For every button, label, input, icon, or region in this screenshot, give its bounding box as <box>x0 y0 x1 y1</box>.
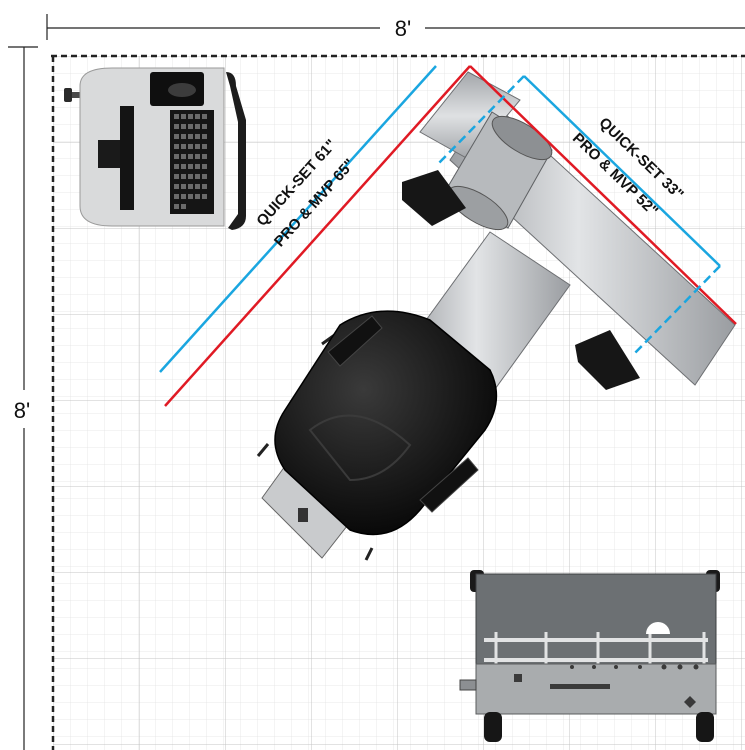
height-dimension: 8' <box>8 46 38 750</box>
console-icon <box>64 67 246 230</box>
pro-mvp-long-line <box>164 65 471 407</box>
cart-icon <box>459 570 720 742</box>
chair-icon <box>256 310 498 561</box>
height-label: 8' <box>14 398 30 423</box>
pro-mvp-short-line <box>469 65 737 325</box>
room-boundary <box>51 54 745 750</box>
width-dimension: 8' <box>46 14 745 41</box>
quickset-short-line <box>523 75 721 267</box>
clearance-lines <box>159 65 737 407</box>
quickset-long-line <box>159 65 437 373</box>
width-label: 8' <box>395 16 411 41</box>
